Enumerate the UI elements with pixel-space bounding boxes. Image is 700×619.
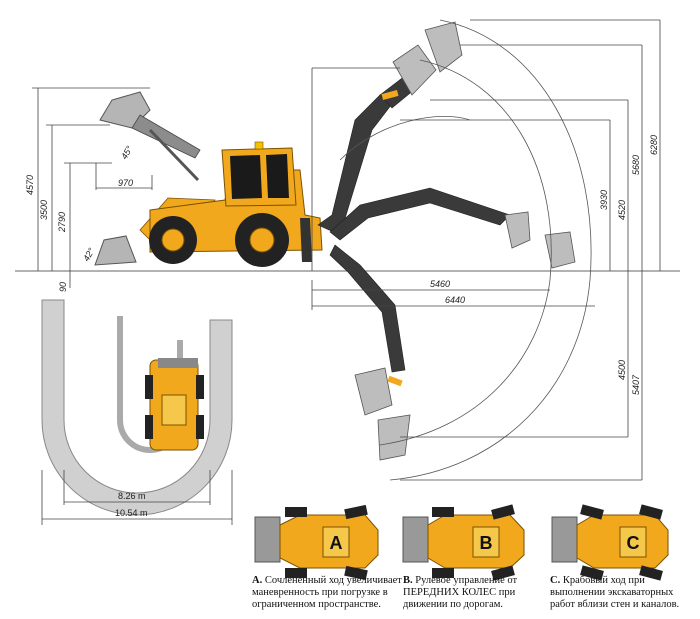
turning-outer-label: 10.54 m: [115, 508, 148, 518]
raised-front-bucket: [99, 91, 201, 182]
reach-envelope: [339, 19, 592, 481]
mode-c-caption: C. Крабовый ход при выполнении экскавато…: [550, 575, 695, 611]
steering-mode-a: A: [254, 504, 379, 581]
mode-c-letter: C.: [550, 575, 561, 586]
angle-45-label: 45°: [119, 144, 135, 161]
reach-5460-label: 5460: [430, 279, 450, 289]
mode-b-letter: B.: [403, 575, 413, 586]
height-90-label: 90: [58, 282, 68, 292]
lowered-front-bucket: [94, 235, 137, 266]
mode-b-badge: B: [480, 533, 493, 553]
mode-c-badge: C: [627, 533, 640, 553]
height-4570-label: 4570: [25, 175, 35, 195]
mode-a-caption: A. Сочлененный ход увеличивает маневренн…: [252, 575, 402, 611]
left-dimension-lines: [32, 87, 153, 288]
backhoe-bucket-positions: [354, 21, 576, 461]
height-6280-label: 6280: [649, 135, 659, 155]
mode-a-badge: A: [330, 533, 343, 553]
right-dimension-lines: [311, 19, 661, 481]
depth-5407-label: 5407: [631, 374, 641, 395]
height-2790-label: 2790: [57, 212, 67, 233]
backhoe-loader-machine: [139, 141, 323, 267]
mode-b-text: Рулевое управление от ПЕРЕДНИХ КОЛЕС при…: [403, 575, 518, 610]
height-4520-label: 4520: [617, 200, 627, 220]
mode-a-letter: A.: [252, 575, 263, 586]
height-5680-label: 5680: [631, 155, 641, 175]
reach-6440-label: 6440: [445, 295, 465, 305]
reach-970-label: 970: [118, 178, 133, 188]
steering-mode-c: C: [551, 504, 669, 581]
height-3930-label: 3930: [599, 190, 609, 210]
turning-dimensions: [41, 470, 233, 525]
angle-42-label: 42°: [81, 246, 97, 263]
backhoe-arm-positions: [317, 71, 511, 373]
mode-b-caption: B. Рулевое управление от ПЕРЕДНИХ КОЛЕС …: [403, 575, 533, 611]
turning-diagram: [41, 299, 233, 516]
mode-a-text: Сочлененный ход увеличивает маневренност…: [252, 575, 402, 610]
mode-c-text: Крабовый ход при выполнении экскаваторны…: [550, 575, 680, 610]
depth-4500-label: 4500: [617, 360, 627, 380]
steering-mode-b: B: [402, 504, 525, 581]
height-3500-label: 3500: [39, 200, 49, 220]
turning-inner-label: 8.26 m: [118, 491, 146, 501]
